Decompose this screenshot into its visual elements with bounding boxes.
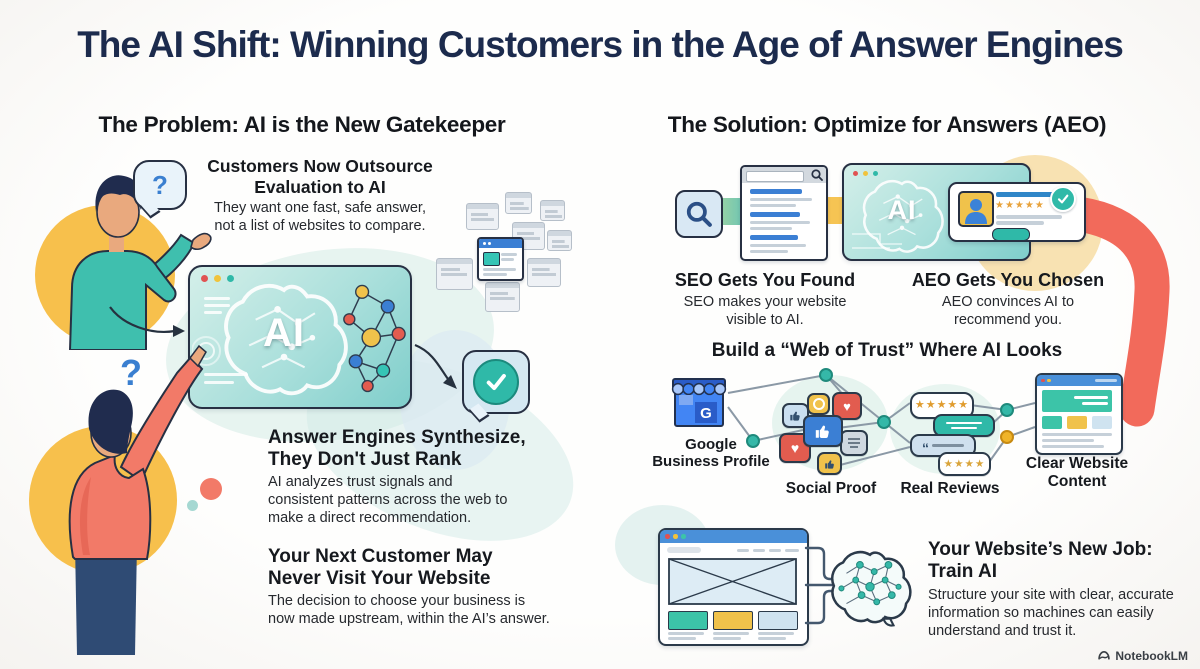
g-label: G xyxy=(700,405,712,422)
teal-dot xyxy=(187,500,198,511)
circuit-lines xyxy=(852,233,902,249)
outsource-heading: Customers Now Outsource Evaluation to AI xyxy=(207,156,433,197)
reaction-bubble xyxy=(807,393,830,415)
watermark: NotebookLM xyxy=(1097,649,1188,663)
business-profile-card: ★★★★★ xyxy=(948,182,1086,242)
avatar xyxy=(958,191,994,227)
machine-brain-icon xyxy=(830,550,912,627)
answer-check-bubble xyxy=(462,350,530,414)
aeo-heading: AEO Gets You Chosen xyxy=(911,270,1105,290)
website-thumbnail xyxy=(436,258,473,290)
problem-heading: The Problem: AI is the New Gatekeeper xyxy=(98,112,506,137)
comment-bubble xyxy=(840,430,868,456)
ai-label: AI xyxy=(887,195,917,225)
synthesize-heading: Answer Engines Synthesize, They Don't Ju… xyxy=(268,427,526,470)
search-icon-box xyxy=(675,190,723,238)
thumbs-up-icon xyxy=(824,459,834,469)
thumbs-up-icon xyxy=(815,425,829,439)
label-google-business-profile: Google Business Profile xyxy=(652,436,770,471)
thumbs-up-icon xyxy=(790,411,800,421)
website-thumbnail xyxy=(505,192,532,214)
website-wireframe xyxy=(658,528,809,646)
seo-heading: SEO Gets You Found xyxy=(674,270,856,290)
web-of-trust-heading: Build a “Web of Trust” Where AI Looks xyxy=(711,340,1063,361)
cta-pill xyxy=(992,228,1030,241)
heart-icon: ♥ xyxy=(790,440,800,456)
website-thumbnail xyxy=(466,203,499,230)
question-mark: ? xyxy=(120,352,142,393)
train-ai-heading: Your Website’s New Job: Train AI xyxy=(928,539,1153,582)
page-title: The AI Shift: Winning Customers in the A… xyxy=(77,24,1124,65)
ai-label: AI xyxy=(263,311,305,355)
question-bubble: ? xyxy=(133,160,187,210)
google-business-profile-icon: G xyxy=(671,378,727,427)
verified-badge xyxy=(1050,186,1076,212)
heart-icon: ♥ xyxy=(843,398,851,414)
check-icon xyxy=(486,373,506,391)
network-graph-icon xyxy=(343,284,406,393)
question-mark: ? xyxy=(152,169,168,200)
highlighted-website-thumbnail xyxy=(477,237,524,281)
watermark-text: NotebookLM xyxy=(1115,649,1188,663)
clear-website-card xyxy=(1035,373,1123,455)
customer-illustration xyxy=(35,175,212,350)
rating-stars: ★★★★★ xyxy=(995,200,1045,211)
search-icon xyxy=(686,201,712,227)
label-social-proof: Social Proof xyxy=(785,480,877,497)
image-placeholder xyxy=(668,558,797,605)
check-circle xyxy=(473,359,519,405)
label-clear-website-content: Clear Website Content xyxy=(1025,455,1129,490)
like-bubble-large xyxy=(803,415,843,447)
website-thumbnail xyxy=(527,258,561,287)
website-thumbnail xyxy=(485,282,520,312)
rating-stars: ★★★★★ xyxy=(914,399,970,411)
never-visit-body: The decision to choose your business is … xyxy=(268,593,550,627)
thumbs-up-bubble xyxy=(817,452,842,475)
website-thumbnail xyxy=(547,230,572,251)
quote-icon: “ xyxy=(922,439,929,456)
search-icon xyxy=(811,169,823,181)
rating-stars: ★★★★ xyxy=(943,457,986,470)
review-reply-bubble xyxy=(933,414,995,437)
customer-pointing-illustration xyxy=(29,345,207,655)
website-thumbnail xyxy=(540,200,565,221)
notebooklm-logo xyxy=(1098,650,1111,660)
aeo-body: AEO convinces AI to recommend you. xyxy=(941,294,1075,328)
never-visit-heading: Your Next Customer May Never Visit Your … xyxy=(268,546,493,589)
synthesize-body: AI analyzes trust signals and consistent… xyxy=(268,474,508,526)
check-icon xyxy=(1057,194,1069,204)
search-results-card xyxy=(740,165,828,261)
coral-ribbon xyxy=(1052,195,1170,427)
outsource-body: They want one fast, safe answer, not a l… xyxy=(214,200,426,234)
solution-heading: The Solution: Optimize for Answers (AEO) xyxy=(667,112,1107,137)
coral-dot xyxy=(200,478,222,500)
four-star-review-bubble: ★★★★ xyxy=(938,452,991,476)
train-ai-body: Structure your site with clear, accurate… xyxy=(928,587,1174,639)
flow-arrows xyxy=(109,306,457,389)
ai-answer-engine-window: AI xyxy=(188,265,412,409)
label-real-reviews: Real Reviews xyxy=(900,480,1000,497)
seo-body: SEO makes your website visible to AI. xyxy=(683,294,847,328)
